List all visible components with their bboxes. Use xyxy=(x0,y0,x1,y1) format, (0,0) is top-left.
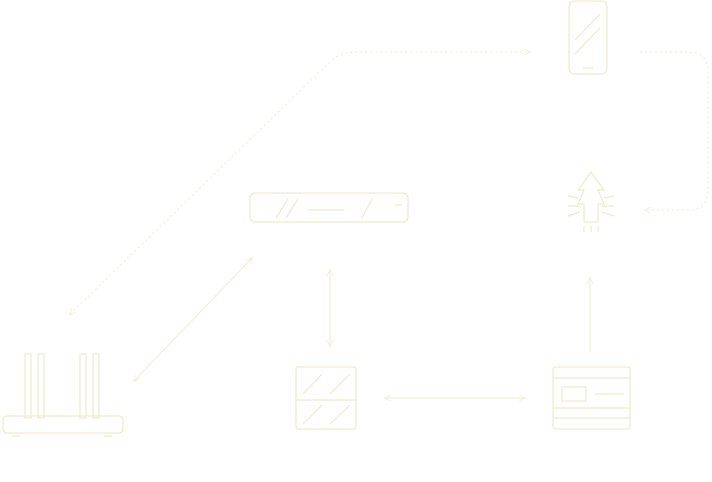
switch-module-icon xyxy=(295,366,357,430)
light-bulb-icon xyxy=(567,170,615,232)
connections xyxy=(70,51,709,398)
gateway-icon xyxy=(249,192,409,223)
controller-panel-icon xyxy=(552,366,631,430)
connection-router-gateway xyxy=(134,258,252,381)
connection-smartphone-light xyxy=(640,51,709,210)
smartphone-icon xyxy=(568,0,608,75)
router-icon xyxy=(2,353,124,437)
connection-router-smartphone xyxy=(70,52,530,314)
